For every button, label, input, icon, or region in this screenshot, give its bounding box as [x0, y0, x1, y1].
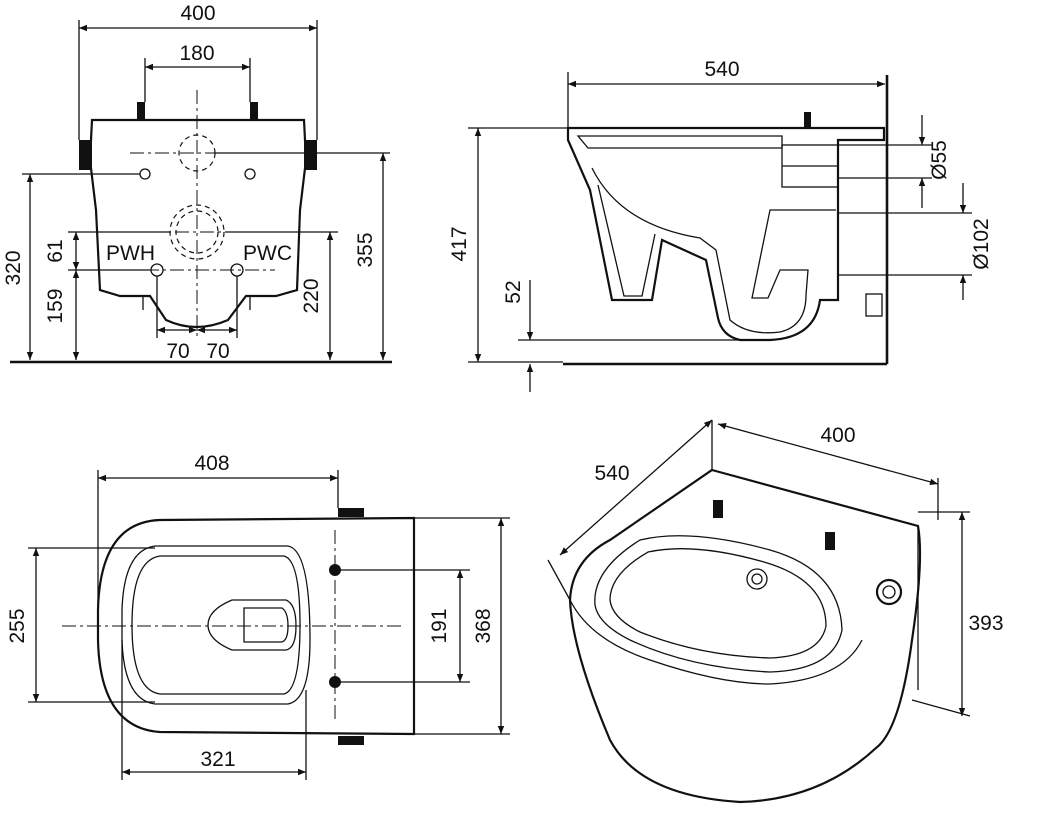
top-view-rim	[121, 545, 311, 705]
front-view-bowl-outline	[88, 118, 308, 329]
pwh-label: PWH	[106, 242, 155, 265]
side-dim-d55-label: Ø55	[928, 140, 951, 180]
right-fixing-bracket	[304, 140, 317, 170]
right-stud	[250, 102, 258, 120]
dim-left-70-label: 70	[166, 340, 189, 363]
iso-view: 540 400 393	[547, 419, 1004, 804]
side-stud	[804, 112, 811, 128]
iso-dim-400-label: 400	[820, 424, 855, 447]
dim-61-label: 61	[44, 239, 67, 262]
top-view: 408 255 191 368 321	[6, 452, 510, 780]
front-view: 400 180 320 61 159 220 355 70 70 PWH PWC	[2, 2, 392, 364]
dim-right-70-label: 70	[206, 340, 229, 363]
side-view: 540 417 52 Ø55 Ø102	[448, 58, 993, 392]
dim-355-label: 355	[354, 232, 377, 267]
dim-400-label: 400	[180, 2, 215, 25]
top-fixing-upper	[338, 508, 364, 517]
top-dim-408-label: 408	[194, 452, 229, 475]
dim-220-label: 220	[300, 278, 323, 313]
right-bolt-hole-icon	[244, 168, 256, 180]
iso-dim-540-label: 540	[594, 462, 629, 485]
dim-320-label: 320	[2, 250, 25, 285]
left-stud	[137, 102, 145, 120]
iso-side-connector-icon	[875, 578, 903, 606]
side-dim-d102-label: Ø102	[970, 218, 993, 269]
side-fixing	[865, 293, 883, 317]
dim-159-label: 159	[44, 288, 67, 323]
dim-180-label: 180	[179, 42, 214, 65]
top-bolt-upper-icon	[329, 564, 341, 576]
iso-flush-inlet-icon	[746, 568, 768, 590]
left-fixing-bracket	[79, 140, 92, 170]
iso-dim-393-label: 393	[968, 612, 1003, 635]
top-fixing-lower	[338, 736, 364, 745]
top-dim-321-label: 321	[200, 748, 235, 771]
top-view-drain	[207, 599, 297, 651]
side-dim-417-label: 417	[448, 226, 471, 261]
top-dim-255-label: 255	[6, 608, 29, 643]
iso-right-stud	[825, 532, 835, 550]
top-dim-191-label: 191	[428, 608, 451, 643]
side-dim-52-label: 52	[502, 280, 525, 303]
side-view-bowl-outline	[566, 126, 886, 342]
side-dim-540-label: 540	[704, 58, 739, 81]
pwc-label: PWC	[243, 242, 292, 265]
iso-left-stud	[713, 500, 723, 518]
top-dim-368-label: 368	[472, 608, 495, 643]
